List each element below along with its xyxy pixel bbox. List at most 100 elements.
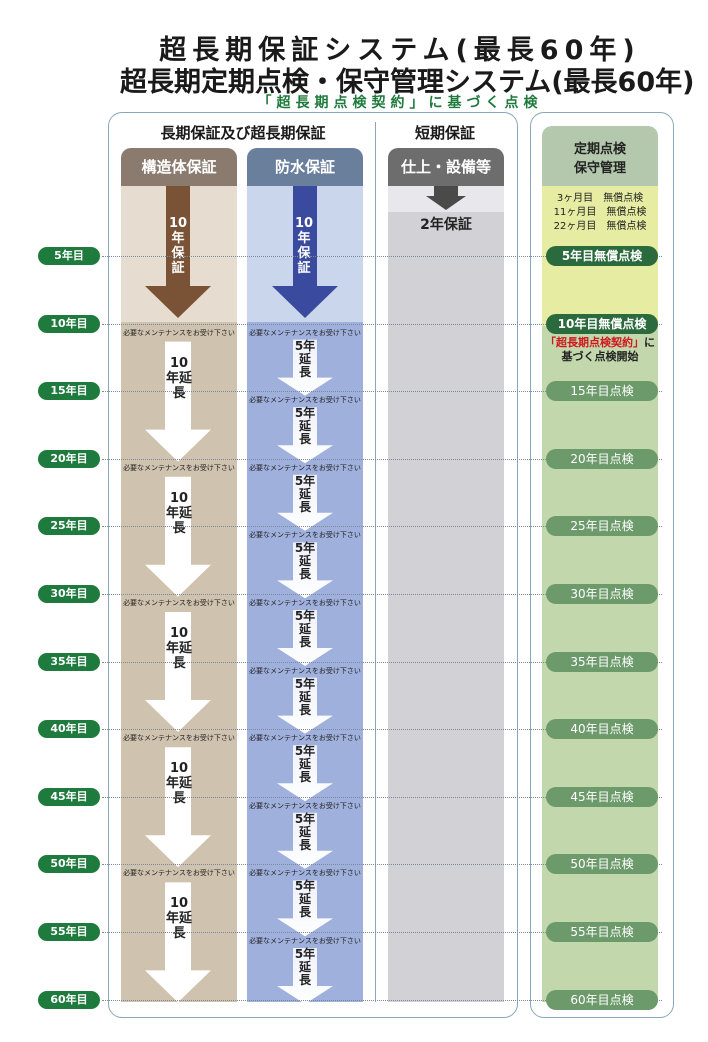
waterproof-extension-arrow (277, 610, 333, 666)
early-inspection-list: 3ヶ月目無償点検 11ヶ月目無償点検 22ヶ月目無償点検 (544, 192, 656, 234)
year-label: 60年目 (38, 990, 100, 1009)
inspection-pill: 35年目点検 (546, 651, 658, 672)
maintenance-note: 必要なメンテナンスをお受け下さい (249, 396, 361, 405)
short-warranty-arrow (426, 186, 466, 210)
maintenance-note: 必要なメンテナンスをお受け下さい (123, 869, 235, 878)
early-inspection-row: 3ヶ月目無償点検 (556, 193, 644, 204)
year-gridline (102, 594, 662, 595)
waterproof-extension-arrow (277, 880, 333, 937)
waterproof-extension-label: 5年延長 (294, 406, 316, 447)
structure-extension-label: 10年延長 (166, 761, 193, 807)
year-gridline (102, 661, 662, 663)
maintenance-note: 必要なメンテナンスをお受け下さい (249, 734, 361, 743)
waterproof-initial-label: 10年保証 (294, 216, 314, 276)
waterproof-extension-label: 5年延長 (294, 541, 316, 582)
early-inspection-row: 11ヶ月目無償点検 (553, 207, 647, 218)
year-gridline (102, 526, 662, 528)
structure-initial-label: 10年保証 (168, 216, 188, 276)
inspection-header: 定期点検 保守管理 (542, 126, 658, 186)
year-gridline (102, 458, 662, 460)
waterproof-extension-label: 5年延長 (294, 879, 316, 920)
year-gridline (102, 391, 662, 393)
structure-extension-label: 10年延長 (166, 355, 193, 401)
inspection-heading-2: 保守管理 (573, 161, 626, 176)
year-gridline (102, 999, 662, 1001)
year-label: 5年目 (38, 247, 100, 265)
waterproof-extension-arrow (277, 542, 333, 599)
year-label: 20年目 (38, 449, 100, 468)
maintenance-note: 必要なメンテナンスをお受け下さい (123, 599, 235, 607)
year-label: 45年目 (38, 787, 100, 806)
waterproof-tab: 防水保証 (247, 148, 363, 186)
year-label: 25年目 (38, 517, 100, 536)
waterproof-extension-label: 5年延長 (294, 744, 316, 785)
inspection-pill: 60年目点検 (546, 989, 658, 1010)
structure-extension-arrow (145, 882, 211, 1003)
inspection-pill: 45年目点検 (546, 786, 658, 807)
year-gridline (102, 729, 662, 731)
long-term-heading: 長期保証及び超長期保証 (160, 124, 326, 142)
inspection-pill: 5年目無償点検 (546, 246, 658, 266)
maintenance-note: 必要なメンテナンスをお受け下さい (249, 328, 361, 337)
maintenance-note: 必要なメンテナンスをお受け下さい (249, 599, 361, 607)
inspection-pill: 20年目点検 (546, 448, 658, 469)
maintenance-note: 必要なメンテナンスをお受け下さい (123, 328, 235, 337)
year-label: 35年目 (38, 652, 100, 671)
structure-extension-label: 10年延長 (166, 896, 193, 942)
maintenance-note: 必要なメンテナンスをお受け下さい (123, 734, 235, 743)
maintenance-note: 必要なメンテナンスをお受け下さい (123, 463, 235, 472)
structure-extension-label: 10年延長 (166, 490, 193, 536)
inspection-heading-1: 定期点検 (573, 142, 626, 157)
year-gridline (102, 932, 662, 933)
waterproof-extension-label: 5年延長 (294, 947, 316, 987)
maintenance-note: 必要なメンテナンスをお受け下さい (249, 531, 361, 540)
year-gridline (102, 323, 662, 325)
structure-extension-arrow (145, 747, 211, 868)
year-gridline (102, 256, 662, 257)
finish-tab: 仕上・設備等 (388, 148, 504, 186)
waterproof-initial-arrow (272, 186, 338, 318)
maintenance-note: 必要なメンテナンスをお受け下さい (249, 801, 361, 810)
sub-title: 超長期定期点検・保守管理システム(最長60年) (120, 67, 695, 98)
inspection-pill: 50年目点検 (546, 854, 658, 875)
inspection-pill: 55年目点検 (546, 922, 658, 942)
waterproof-extension-label: 5年延長 (294, 609, 316, 649)
year-label: 55年目 (38, 923, 100, 941)
waterproof-extension-label: 5年延長 (294, 338, 316, 379)
year-label: 30年目 (38, 585, 100, 603)
waterproof-extension-arrow (277, 407, 333, 464)
inspection-pill: 25年目点検 (546, 516, 658, 537)
structure-extension-arrow (145, 612, 211, 732)
maintenance-note: 必要なメンテナンスをお受け下さい (249, 463, 361, 472)
year-label: 15年目 (38, 382, 100, 401)
waterproof-extension-label: 5年延長 (294, 473, 316, 514)
contract-subtitle: 「超長期点検契約」に基づく点検 (257, 95, 543, 111)
structure-extension-arrow (145, 341, 211, 462)
short-warranty-label: 2年保証 (420, 217, 472, 233)
year-label: 40年目 (38, 720, 100, 739)
waterproof-extension-arrow (277, 812, 333, 869)
inspection-pill: 40年目点検 (546, 719, 658, 740)
inspection-pill: 10年目無償点検 (546, 313, 658, 334)
panel-divider (375, 122, 376, 1002)
maintenance-note: 必要なメンテナンスをお受け下さい (249, 666, 361, 675)
maintenance-note: 必要なメンテナンスをお受け下さい (249, 869, 361, 878)
waterproof-extension-arrow (277, 474, 333, 531)
early-inspection-row: 22ヶ月目無償点検 (553, 221, 647, 232)
waterproof-extension-arrow (277, 745, 333, 802)
waterproof-extension-arrow (277, 948, 333, 1004)
contract-start-note: 「超長期点検契約」に 基づく点検開始 (545, 336, 655, 363)
short-term-heading: 短期保証 (414, 124, 475, 142)
waterproof-extension-label: 5年延長 (294, 676, 316, 717)
year-label: 50年目 (38, 855, 100, 874)
structure-tab: 構造体保証 (121, 148, 237, 186)
structure-extension-arrow (145, 476, 211, 597)
waterproof-extension-arrow (277, 339, 333, 396)
structure-initial-arrow (145, 186, 211, 318)
year-label: 10年目 (38, 314, 100, 333)
main-title: 超長期保証システム(最長60年) (159, 35, 641, 66)
inspection-pill: 15年目点検 (546, 381, 658, 402)
year-gridline (102, 796, 662, 798)
inspection-pill: 30年目点検 (546, 584, 658, 604)
